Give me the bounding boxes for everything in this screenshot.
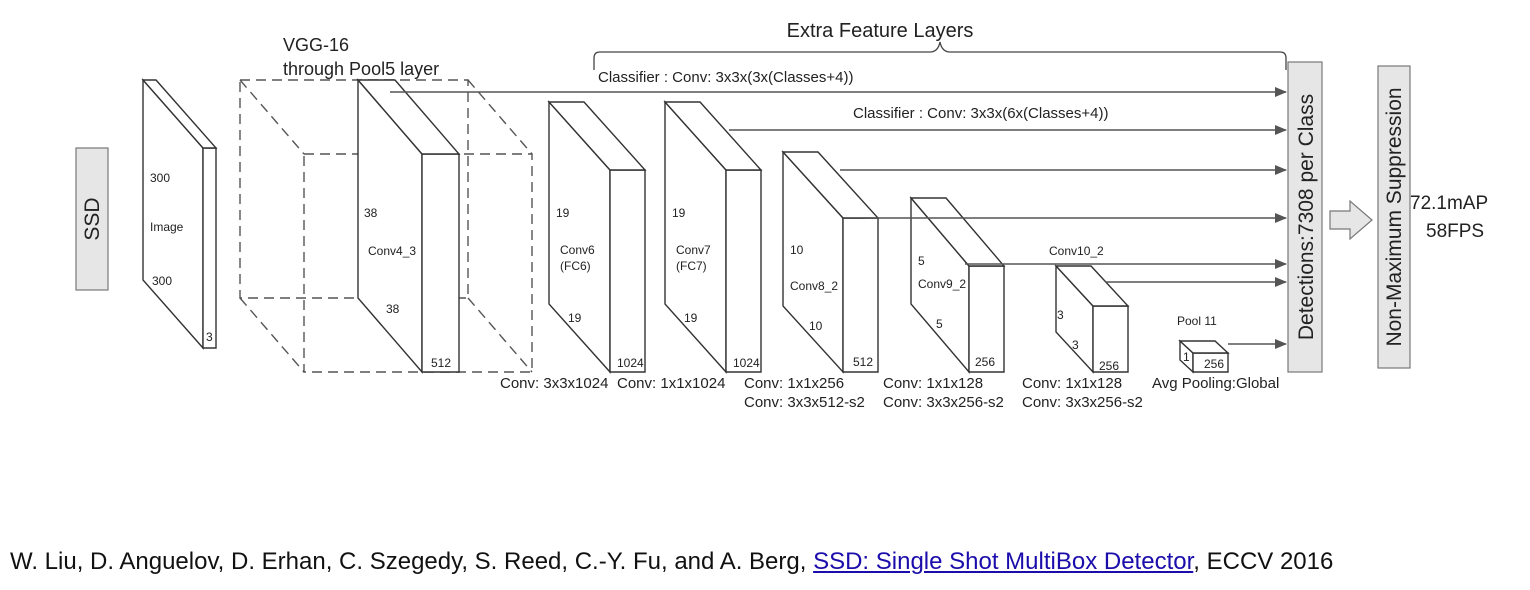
classifier-label-2: Classifier : Conv: 3x3x(6x(Classes+4)) (853, 105, 1109, 122)
detections-label: Detections:7308 per Class (1295, 94, 1318, 340)
conv10-2-op1: Conv: 1x1x128 (1022, 375, 1122, 392)
conv8-2-op1: Conv: 1x1x256 (744, 375, 844, 392)
conv4-3-dim1: 38 (364, 206, 378, 220)
citation: W. Liu, D. Anguelov, D. Erhan, C. Szeged… (10, 548, 1333, 576)
conv6-op: Conv: 3x3x1024 (500, 375, 608, 392)
conv8-2-depth: 512 (853, 355, 873, 369)
conv8-2-dim1: 10 (790, 243, 804, 257)
image-dim2: 300 (152, 274, 172, 288)
conv8-2-block: 10 Conv8_2 10 512 (781, 150, 880, 374)
ssd-label-box: SSD (75, 147, 109, 291)
detections-box: Detections:7308 per Class (1287, 61, 1323, 373)
nms-label: Non-Maximum Suppression (1383, 87, 1406, 346)
conv9-2-name: Conv9_2 (918, 277, 966, 291)
conv10-2-depth: 256 (1099, 359, 1119, 373)
conv10-2-block: Conv10_2 3 3 256 (1049, 244, 1130, 374)
map-result: 72.1mAP (1410, 193, 1488, 214)
conv6-name2: (FC6) (560, 259, 591, 273)
conv9-2-op2: Conv: 3x3x256-s2 (883, 394, 1004, 411)
conv6-depth: 1024 (617, 356, 644, 370)
conv4-3-name: Conv4_3 (368, 244, 416, 258)
conv8-2-dim2: 10 (809, 319, 823, 333)
extra-feature-layers-label: Extra Feature Layers (787, 20, 974, 42)
pool11-dim: 1 (1183, 350, 1190, 364)
extra-feature-layers-bracket: Extra Feature Layers (593, 20, 1287, 70)
conv10-2-dim2: 3 (1072, 338, 1079, 352)
conv6-dim1: 19 (556, 206, 570, 220)
image-block: 300 Image 300 3 (141, 78, 218, 350)
vgg-label-line2: through Pool5 layer (283, 59, 439, 79)
nms-box: Non-Maximum Suppression (1377, 65, 1411, 369)
pool11-op: Avg Pooling:Global (1152, 375, 1279, 392)
conv8-2-name: Conv8_2 (790, 279, 838, 293)
conv6-dim2: 19 (568, 311, 582, 325)
conv7-dim1: 19 (672, 206, 686, 220)
conv9-2-block: 5 Conv9_2 5 256 (909, 196, 1006, 374)
conv8-2-op2: Conv: 3x3x512-s2 (744, 394, 865, 411)
citation-venue: , ECCV 2016 (1193, 548, 1334, 575)
image-dim1: 300 (150, 171, 170, 185)
conv7-op: Conv: 1x1x1024 (617, 375, 725, 392)
image-depth: 3 (206, 330, 213, 344)
conv9-2-dim2: 5 (936, 317, 943, 331)
conv6-block: 19 Conv6 (FC6) 19 1024 (547, 100, 647, 374)
conv7-depth: 1024 (733, 356, 760, 370)
detection-arrows (390, 87, 1287, 349)
pool11-depth: 256 (1204, 357, 1224, 371)
conv7-dim2: 19 (684, 311, 698, 325)
conv4-3-dim2: 38 (386, 302, 400, 316)
conv10-2-op2: Conv: 3x3x256-s2 (1022, 394, 1143, 411)
conv7-name2: (FC7) (676, 259, 707, 273)
ssd-label: SSD (81, 197, 104, 240)
conv10-2-dim1: 3 (1057, 308, 1064, 322)
conv9-2-op1: Conv: 1x1x128 (883, 375, 983, 392)
pool11-name: Pool 11 (1177, 314, 1217, 328)
vgg-label-line1: VGG-16 (283, 35, 349, 55)
operation-labels: Conv: 3x3x1024 Conv: 1x1x1024 Conv: 1x1x… (500, 375, 1279, 411)
citation-authors: W. Liu, D. Anguelov, D. Erhan, C. Szeged… (10, 548, 814, 575)
conv9-2-dim1: 5 (918, 254, 925, 268)
conv4-3-depth: 512 (431, 356, 451, 370)
conv6-name1: Conv6 (560, 243, 595, 257)
conv7-name1: Conv7 (676, 243, 711, 257)
conv10-2-name: Conv10_2 (1049, 244, 1104, 258)
conv9-2-depth: 256 (975, 355, 995, 369)
classifier-label-1: Classifier : Conv: 3x3x(3x(Classes+4)) (598, 69, 854, 86)
fps-result: 58FPS (1426, 221, 1484, 242)
hollow-arrow-to-nms (1329, 199, 1373, 241)
image-name: Image (150, 220, 184, 234)
vgg16-dashed-cube: VGG-16 through Pool5 layer (239, 35, 533, 373)
pool11-block: Pool 11 1 256 (1177, 314, 1230, 374)
paper-link[interactable]: SSD: Single Shot MultiBox Detector (813, 548, 1194, 575)
conv4-3-block: 38 Conv4_3 38 512 (356, 78, 461, 374)
conv7-block: 19 Conv7 (FC7) 19 1024 (663, 100, 763, 374)
